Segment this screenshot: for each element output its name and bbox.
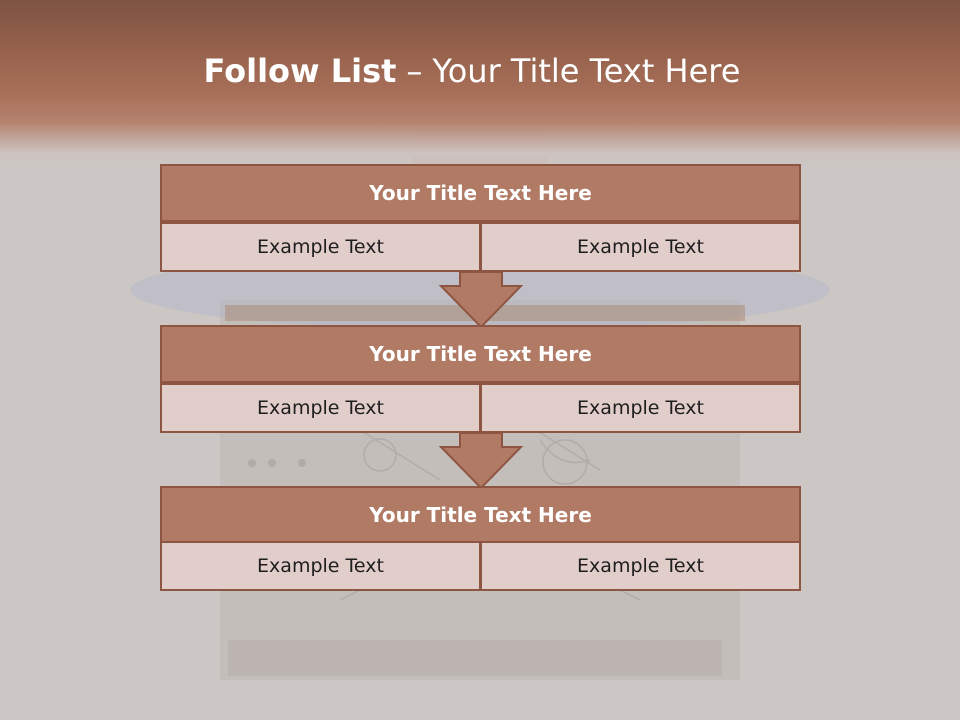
header-band [0,0,960,170]
block-cell-right: Example Text [480,541,801,591]
block-title: Your Title Text Here [160,486,801,544]
down-arrow-icon [438,432,524,490]
slide-title: Follow List–Your Title Text Here [0,52,944,90]
block-cell-left: Example Text [160,383,481,433]
title-strong: Follow List [203,52,397,90]
block-cell-right: Example Text [480,383,801,433]
title-separator: – [406,52,423,90]
title-rest: Your Title Text Here [432,52,741,90]
block-cell-left: Example Text [160,541,481,591]
block-cell-right: Example Text [480,222,801,272]
block-title: Your Title Text Here [160,325,801,383]
down-arrow-icon [438,271,524,329]
block-title: Your Title Text Here [160,164,801,222]
block-cell-left: Example Text [160,222,481,272]
